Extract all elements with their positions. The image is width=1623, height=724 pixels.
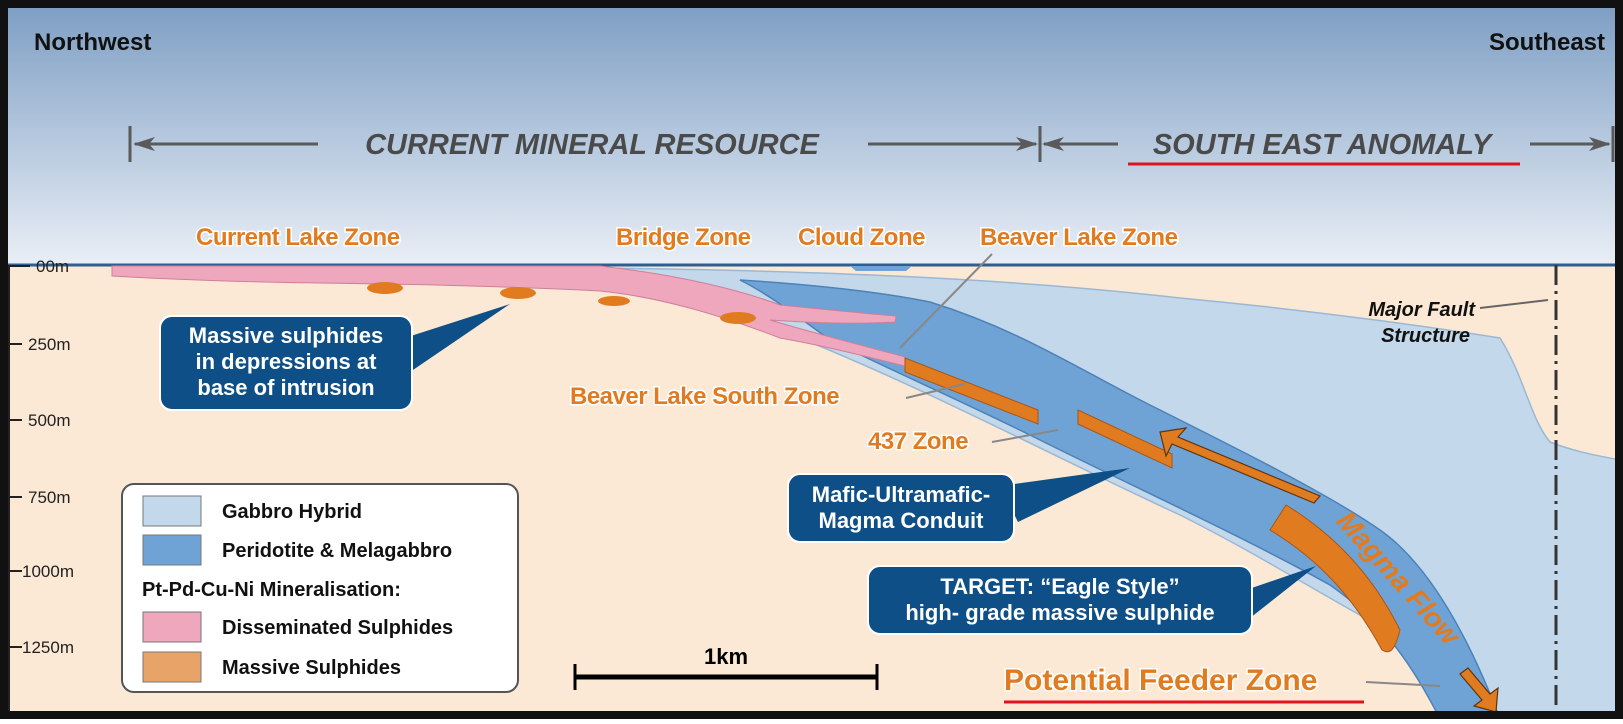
beaver-lake-zone-label: Beaver Lake Zone <box>980 224 1178 251</box>
bridge-zone-label: Bridge Zone <box>616 224 751 251</box>
depth-label-500: 500m <box>28 411 71 430</box>
conduit-callout-line2: Magma Conduit <box>819 508 985 533</box>
legend-box <box>121 483 519 693</box>
depth-label-1000: 1000m <box>22 562 74 581</box>
beaver-lake-south-label: Beaver Lake South Zone <box>570 383 839 410</box>
legend-swatch-peridotite <box>142 534 202 566</box>
sky-band <box>8 8 1620 264</box>
scale-bar: 1km <box>573 644 879 690</box>
legend-label-peridotite: Peridotite & Melagabbro <box>222 540 452 562</box>
zone-437-leader <box>991 429 1059 443</box>
massive-lens-feeder <box>1269 504 1401 653</box>
depth-label-750: 750m <box>28 488 71 507</box>
legend-label-massive: Massive Sulphides <box>222 657 401 679</box>
magma-flow-arrow <box>1159 427 1321 504</box>
target-callout-line2: high- grade massive sulphide <box>905 600 1214 625</box>
massive-callout-line1: Massive sulphides <box>189 323 383 348</box>
legend-swatch-gabbro <box>142 495 202 527</box>
feeder-leader <box>1365 681 1441 687</box>
cloud-zone-label: Cloud Zone <box>798 224 925 251</box>
massive-pod-2 <box>500 287 536 299</box>
conduit-callout-box <box>787 473 1015 543</box>
massive-callout-line3: base of intrusion <box>197 375 374 400</box>
depth-label-1250: 1250m <box>22 638 74 657</box>
current-resource-banner: CURRENT MINERAL RESOURCE <box>365 129 820 161</box>
massive-pod-1 <box>367 282 403 294</box>
massive-callout-box <box>159 315 413 411</box>
feeder-flow-arrow <box>1459 667 1499 713</box>
target-callout-pointer <box>1240 566 1316 618</box>
scale-bar-label: 1km <box>704 644 748 669</box>
legend-heading-mineralisation: Pt-Pd-Cu-Ni Mineralisation: <box>142 579 401 601</box>
conduit-callout-line1: Mafic-Ultramafic- <box>812 482 990 507</box>
massive-pod-3 <box>598 296 630 306</box>
massive-sulphides-callout: Massive sulphides in depressions at base… <box>159 304 510 411</box>
current-lake-zone-label: Current Lake Zone <box>196 224 400 251</box>
legend-label-gabbro: Gabbro Hybrid <box>222 501 362 523</box>
northwest-label: Northwest <box>34 29 151 56</box>
zone-437-label: 437 Zone <box>868 428 968 455</box>
legend-label-disseminated: Disseminated Sulphides <box>222 617 453 639</box>
massive-lens-437 <box>1077 409 1173 469</box>
legend-swatch-disseminated <box>142 611 202 643</box>
target-callout-box <box>867 565 1253 635</box>
fault-leader <box>1479 299 1549 309</box>
conduit-callout-pointer <box>1000 468 1130 522</box>
conduit-callout: Mafic-Ultramafic- Magma Conduit <box>787 468 1130 543</box>
disseminated-sulphides-layer <box>111 265 906 367</box>
depth-scale: 00m 250m 500m 750m 1000m 1250m <box>9 257 74 657</box>
south-east-anomaly-banner: SOUTH EAST ANOMALY <box>1153 129 1494 161</box>
legend-swatch-massive <box>142 651 202 683</box>
depth-label-0: 00m <box>36 257 69 276</box>
massive-callout-line2: in depressions at <box>196 349 378 374</box>
massive-pod-4 <box>720 312 756 324</box>
massive-lens-beaver-south <box>904 357 1039 425</box>
potential-feeder-zone-label: Potential Feeder Zone <box>1004 664 1317 697</box>
southeast-label: Southeast <box>1489 29 1605 56</box>
beaver-lake-leader <box>899 253 993 349</box>
legend: Gabbro Hybrid Peridotite & Melagabbro Pt… <box>121 483 519 693</box>
depth-label-250: 250m <box>28 335 71 354</box>
fault-label-line1: Major Fault <box>1368 299 1476 321</box>
target-callout: TARGET: “Eagle Style” high- grade massiv… <box>867 565 1316 635</box>
target-callout-line1: TARGET: “Eagle Style” <box>940 574 1179 599</box>
beaver-lake-south-leader <box>905 383 966 399</box>
fault-label-line2: Structure <box>1381 325 1470 347</box>
cloud-zone-lens <box>850 266 912 271</box>
